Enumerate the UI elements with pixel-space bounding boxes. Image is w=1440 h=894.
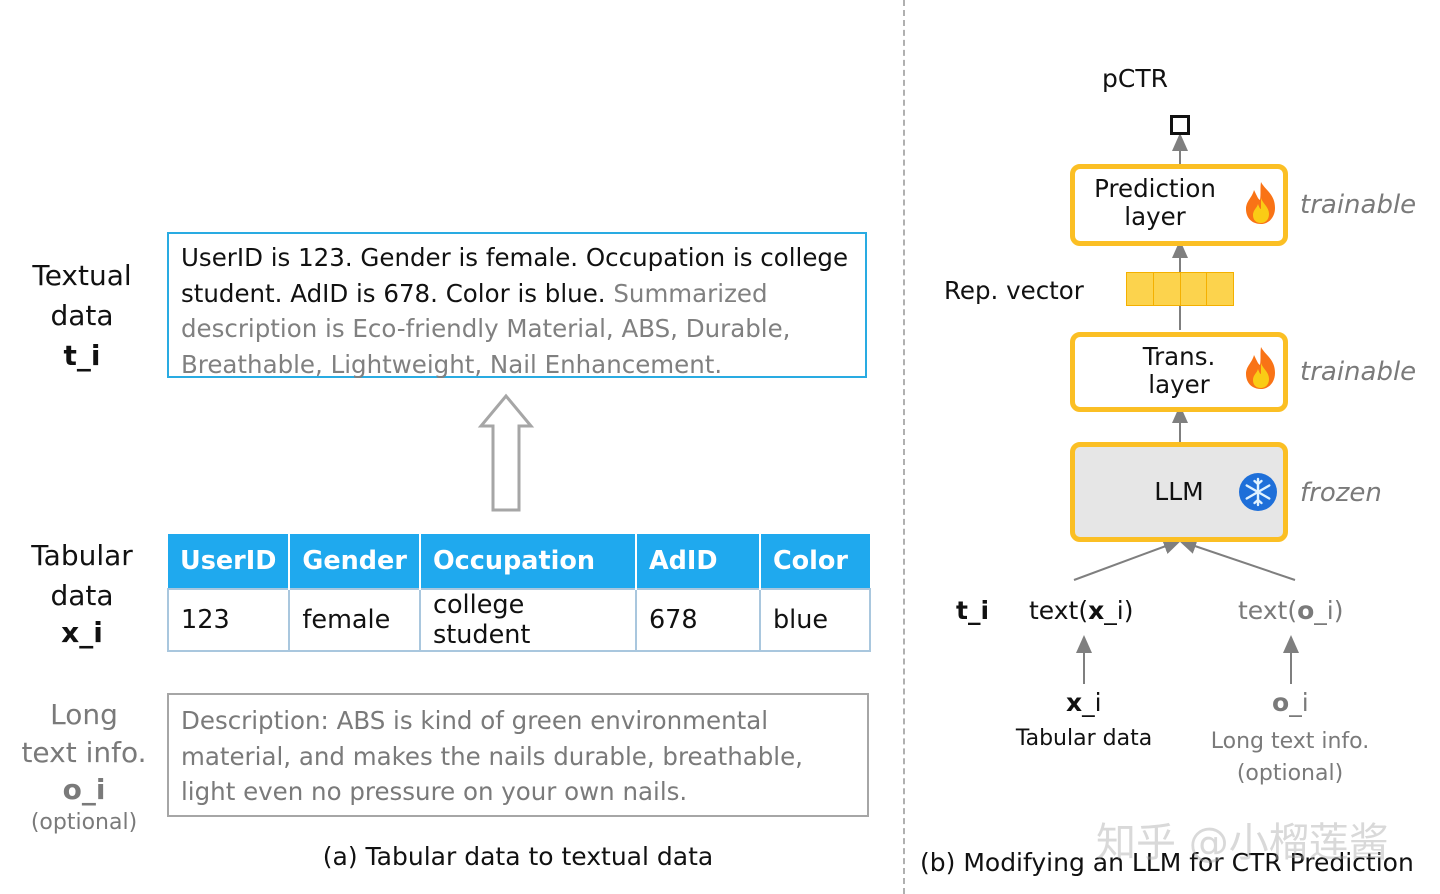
table-cell: 123 (166, 588, 291, 652)
text-o-label: text(o_i) (1238, 596, 1344, 625)
caption-b: (b) Modifying an LLM for CTR Prediction (920, 848, 1414, 877)
tabular-label-line1: Tabular (31, 539, 133, 572)
text-x-post: _i) (1104, 596, 1134, 625)
table-header-cell: Occupation (419, 534, 637, 589)
textual-label-var: t_i (63, 339, 101, 372)
rep-vector-cell (1207, 273, 1233, 305)
long-label-line2: text info. (21, 736, 147, 769)
x-i-label: x_i (1066, 688, 1102, 717)
convert-arrow (477, 393, 535, 512)
long-text-caption: Long text info. (optional) (1200, 726, 1380, 790)
table-row: 123 female college student 678 blue (166, 588, 872, 652)
tabular-label-var: x_i (61, 616, 103, 649)
frozen-label: frozen (1300, 478, 1382, 508)
x-i-var: x (1066, 688, 1083, 717)
o-i-label: o_i (1272, 688, 1309, 717)
pctr-label: pCTR (1102, 64, 1168, 93)
long-label-var: o_i (62, 773, 106, 806)
fire-icon (1246, 182, 1275, 224)
prediction-layer-box: Prediction layer (1070, 164, 1288, 246)
table-cell: blue (758, 588, 872, 652)
table-header-row: UserID Gender Occupation AdID Color (168, 534, 870, 589)
textual-data-box: UserID is 123. Gender is female. Occupat… (167, 232, 867, 379)
t-i-label: t_i (956, 596, 990, 625)
table-cell: female (288, 588, 421, 652)
long-text-label: Long text info. o_i (optional) (14, 696, 154, 838)
textual-data-label: Textual data t_i (22, 256, 142, 376)
rep-vector (1126, 272, 1234, 306)
textual-label-line2: data (50, 299, 114, 332)
long-text-box: Description: ABS is kind of green enviro… (167, 693, 869, 817)
trans-layer-line2: layer (1148, 370, 1210, 399)
x-i-sub: _i (1082, 688, 1102, 717)
o-i-var: o (1272, 688, 1290, 717)
trans-layer-line1: Trans. (1142, 342, 1216, 371)
caption-a: (a) Tabular data to textual data (322, 842, 714, 871)
tabular-data-caption: Tabular data (1015, 726, 1153, 751)
text-o-post: _i) (1314, 596, 1344, 625)
pctr-output-node (1170, 115, 1190, 135)
trainable-label-1: trainable (1300, 190, 1417, 220)
rep-vector-cell (1127, 273, 1154, 305)
text-x-label: text(x_i) (1029, 596, 1133, 625)
long-label-optional: (optional) (30, 810, 138, 835)
table-cell: college student (418, 588, 637, 652)
long-label-line1: Long (50, 698, 118, 731)
trainable-label-2: trainable (1300, 357, 1417, 387)
llm-label: LLM (1154, 477, 1204, 506)
table-header-cell: Color (759, 534, 870, 589)
prediction-layer-line2: layer (1124, 202, 1186, 231)
fire-icon (1246, 347, 1275, 389)
table-header-cell: Gender (289, 534, 421, 589)
table-cell: 678 (634, 588, 761, 652)
textual-black-text: UserID is 123. Gender is female. Occupat… (181, 243, 849, 308)
text-x-pre: text( (1029, 596, 1089, 625)
table-header-cell: UserID (168, 534, 291, 589)
rep-vector-label: Rep. vector (944, 276, 1084, 305)
rep-vector-cell (1180, 273, 1208, 305)
tabular-label-line2: data (50, 579, 114, 612)
long-text-caption-line1: Long text info. (1210, 729, 1370, 754)
rep-vector-cell (1153, 273, 1181, 305)
long-text-caption-line2: (optional) (1236, 761, 1344, 786)
textual-grey-text: Summarized description is Eco-friendly M… (181, 278, 791, 379)
text-x-var: x (1088, 596, 1105, 625)
watermark: 知乎 @小榴莲酱 (1096, 820, 1389, 866)
prediction-layer-line1: Prediction (1094, 174, 1216, 203)
text-o-var: o (1297, 596, 1315, 625)
o-i-sub: _i (1289, 688, 1309, 717)
table-header-cell: AdID (635, 534, 761, 589)
textual-label-line1: Textual (32, 259, 132, 292)
panel-divider (903, 0, 905, 894)
snowflake-icon (1239, 473, 1277, 511)
text-o-pre: text( (1238, 596, 1298, 625)
tabular-data-table: UserID Gender Occupation AdID Color 123 … (166, 534, 872, 652)
tabular-data-label: Tabular data x_i (22, 536, 142, 650)
